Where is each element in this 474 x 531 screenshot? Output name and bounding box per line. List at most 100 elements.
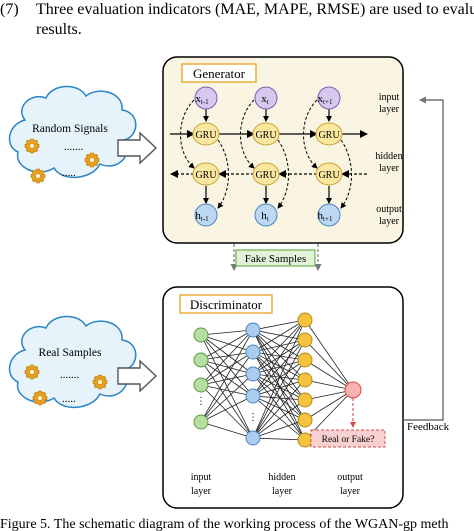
svg-text:hidden: hidden — [268, 472, 295, 483]
svg-text:GRU: GRU — [255, 130, 277, 141]
gear-icon — [92, 374, 108, 390]
nn-edge — [252, 395, 306, 401]
svg-text:ht+1: ht+1 — [318, 210, 333, 223]
gear-icon — [30, 168, 46, 184]
nn-edge — [252, 329, 306, 421]
nn-edge — [252, 319, 306, 331]
nn-edge — [252, 329, 306, 401]
nn-edge — [200, 334, 254, 397]
gen-hidden-layer-label: hidden layer — [375, 151, 402, 174]
gen-gru-node-r2-c2: GRU — [252, 162, 280, 186]
gen-gru-node-r1-c2: GRU — [252, 122, 280, 146]
nn-edge — [252, 395, 306, 441]
nn-node-layer-1-4 — [193, 414, 209, 430]
nn-edge — [304, 359, 354, 391]
generator-title-box — [181, 63, 257, 83]
nn-edge — [200, 334, 254, 375]
nn-ellipsis-2: ⋮ — [248, 412, 258, 423]
svg-text:GRU: GRU — [195, 130, 217, 141]
nn-edge — [200, 421, 254, 439]
nn-edge — [252, 319, 306, 439]
svg-text:output: output — [337, 472, 363, 483]
gen-gru-node-r2-c1: GRU — [192, 162, 220, 186]
gear-icon — [84, 152, 100, 168]
nn-edge — [252, 329, 306, 341]
nn-edge — [252, 339, 306, 375]
disc-input-layer-label: input layer — [191, 472, 212, 497]
nn-edge — [252, 359, 306, 439]
nn-edge — [304, 319, 354, 391]
disc-output-layer-label: output layer — [337, 472, 363, 497]
real-samples-label: Real Samples — [39, 347, 102, 359]
nn-edge — [200, 351, 254, 423]
svg-text:layer: layer — [340, 486, 361, 497]
svg-text:layer: layer — [379, 104, 400, 115]
gen-input-layer-label: input layer — [379, 92, 400, 115]
svg-text:layer: layer — [272, 486, 293, 497]
real-or-fake-box — [310, 429, 386, 448]
svg-text:GRU: GRU — [195, 170, 217, 181]
dots-decoration: ..... — [62, 393, 76, 405]
nn-node-layer-2-2 — [245, 344, 261, 360]
nn-edge — [252, 319, 306, 375]
nn-edge — [252, 373, 306, 421]
gear-icon — [32, 390, 48, 406]
nn-edge — [252, 359, 306, 397]
nn-edge — [252, 395, 306, 421]
svg-text:output: output — [376, 204, 402, 215]
nn-node-layer-4-1 — [344, 381, 362, 399]
nn-edge — [252, 351, 306, 401]
discriminator-title: Discriminator — [190, 297, 263, 312]
gen-gru-node-r1-c1: GRU — [192, 122, 220, 146]
nn-node-layer-1-2 — [193, 352, 209, 368]
random-signals-label: Random Signals — [32, 123, 108, 135]
nn-edge — [200, 359, 254, 397]
dots-decoration: ....... — [64, 141, 84, 153]
gear-icon — [24, 364, 40, 380]
nn-ellipsis-1: ⋮ — [196, 396, 206, 407]
gen-input-node-3: xt+1 — [317, 86, 341, 110]
hollow-arrow-to-discriminator — [117, 359, 158, 393]
fake-samples-label: Fake Samples — [245, 253, 306, 265]
nn-edge — [252, 339, 306, 353]
nn-edge — [252, 339, 306, 439]
svg-text:GRU: GRU — [318, 130, 340, 141]
body-text-line-1: Three evaluation indicators (MAE, MAPE, … — [36, 1, 474, 18]
nn-node-layer-2-4 — [245, 388, 261, 404]
nn-node-layer-2-1 — [245, 322, 261, 338]
svg-text:xt+1: xt+1 — [318, 93, 333, 106]
gen-input-node-2: xt — [254, 86, 278, 110]
nn-nodes: ⋮⋮ — [193, 312, 362, 448]
nn-edge — [252, 359, 306, 375]
gen-gru-node-r2-c3: GRU — [315, 162, 343, 186]
svg-text:xt: xt — [261, 93, 269, 106]
svg-text:ht-1: ht-1 — [195, 210, 209, 223]
nn-edge — [200, 329, 254, 336]
gen-column-3-links — [303, 99, 352, 209]
svg-text:layer: layer — [191, 486, 212, 497]
nn-node-layer-3-5 — [297, 392, 313, 408]
gen-column-2-links — [240, 99, 289, 209]
nn-edge — [252, 319, 306, 397]
nn-node-layer-3-4 — [297, 372, 313, 388]
nn-edge — [252, 339, 306, 397]
list-number: (7) — [0, 1, 19, 18]
discriminator-title-box — [179, 294, 273, 314]
svg-text:input: input — [191, 472, 212, 483]
svg-text:GRU: GRU — [318, 170, 340, 181]
hollow-arrow-to-generator — [117, 131, 158, 165]
feedback-arrow — [403, 96, 444, 421]
nn-edge — [200, 384, 254, 439]
nn-node-layer-1-3 — [193, 377, 209, 393]
nn-edge — [200, 395, 254, 423]
figure-caption: Figure 5. The schematic diagram of the w… — [0, 517, 449, 531]
svg-text:ht: ht — [261, 210, 269, 223]
gear-icon — [24, 138, 40, 154]
nn-node-layer-3-1 — [297, 312, 313, 328]
nn-node-layer-2-3 — [245, 366, 261, 382]
nn-edge — [252, 351, 306, 361]
nn-edge — [200, 351, 254, 361]
nn-edge — [200, 351, 254, 386]
nn-edge — [200, 373, 254, 386]
